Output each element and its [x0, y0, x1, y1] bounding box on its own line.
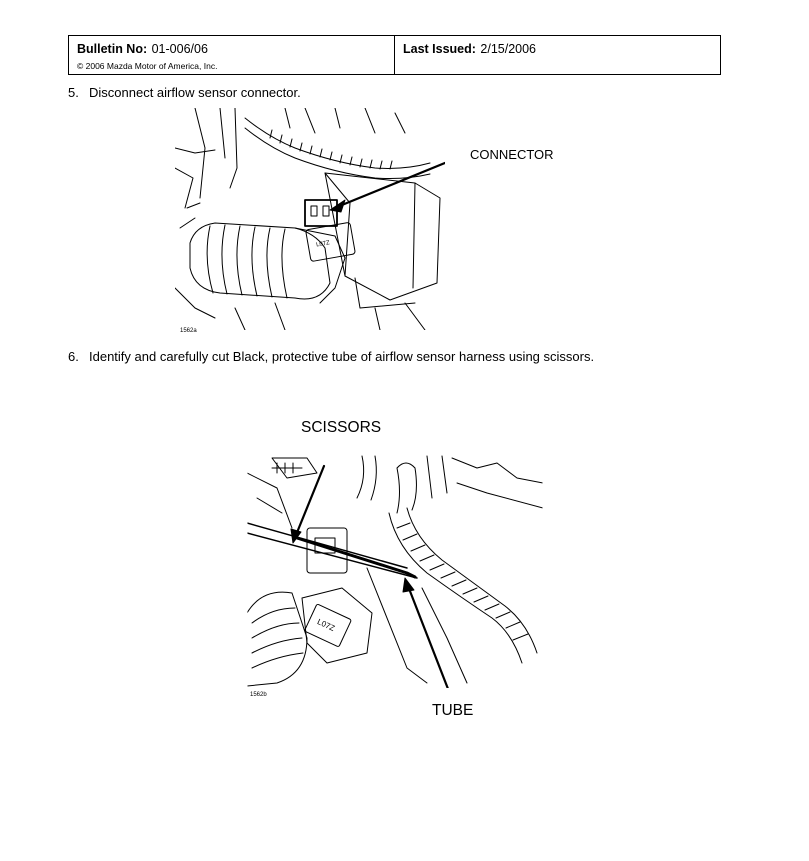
bulletin-header: Bulletin No: 01-006/06 © 2006 Mazda Moto…: [68, 35, 721, 75]
step-text: Identify and carefully cut Black, protec…: [89, 349, 594, 364]
sensor-label: L07Z: [316, 240, 331, 248]
airflow-sensor-connector-figure: L07Z: [175, 108, 445, 330]
scissors-callout: SCISSORS: [301, 419, 381, 437]
bulletin-label: Bulletin No:: [77, 42, 147, 56]
tube-callout: TUBE: [432, 702, 473, 720]
sensor-label: L07Z: [316, 617, 336, 633]
bulletin-number: 01-006/06: [152, 42, 208, 56]
issue-info: Last Issued: 2/15/2006: [395, 36, 720, 74]
connector-callout: CONNECTOR: [470, 147, 554, 162]
cut-tube-figure: L07Z: [247, 438, 543, 688]
step-6: 6.Identify and carefully cut Black, prot…: [68, 349, 594, 364]
bulletin-info: Bulletin No: 01-006/06 © 2006 Mazda Moto…: [69, 36, 395, 74]
issued-label: Last Issued:: [403, 42, 476, 56]
step-text: Disconnect airflow sensor connector.: [89, 85, 301, 100]
copyright-text: © 2006 Mazda Motor of America, Inc.: [77, 61, 386, 71]
figure-id: 1562b: [250, 692, 267, 698]
step-number: 6.: [68, 349, 89, 364]
issued-date: 2/15/2006: [480, 42, 536, 56]
figure-id: 1562a: [180, 328, 197, 334]
step-5: 5.Disconnect airflow sensor connector.: [68, 85, 301, 100]
step-number: 5.: [68, 85, 89, 100]
